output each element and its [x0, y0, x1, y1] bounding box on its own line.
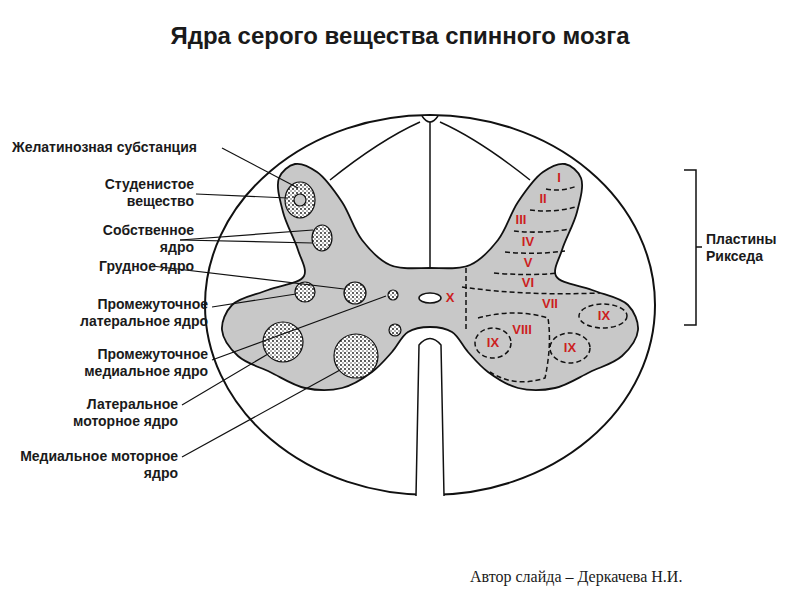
- posterior-sulcus: [422, 116, 438, 122]
- author-caption: Автор слайда – Деркачева Н.И.: [470, 568, 682, 586]
- structure-label: Грудное ядро: [44, 258, 194, 275]
- posterior-funiculus-line: [440, 122, 530, 180]
- structure-label: Студенистое вещество: [54, 176, 194, 210]
- lamina-number: V: [523, 256, 534, 270]
- lamina-number: X: [445, 291, 456, 305]
- lamina-number: VI: [521, 276, 535, 290]
- lamina-number: IX: [563, 341, 577, 355]
- posterior-funiculus-line: [330, 122, 420, 180]
- structure-label: Пластины Рикседа: [706, 231, 796, 265]
- laminae-bracket: [684, 170, 702, 325]
- lamina-number: IX: [597, 309, 611, 323]
- anterior-median-fissure: [416, 339, 444, 497]
- medial-intermediate-nucleus: [388, 290, 398, 300]
- lamina-borders: [462, 186, 627, 382]
- structure-label: Промежуточное медиальное ядро: [28, 346, 208, 380]
- structure-label: Латеральное моторное ядро: [38, 396, 178, 430]
- structure-label: Собственное ядро: [74, 222, 194, 256]
- lamina-number: II: [538, 192, 547, 206]
- medial-motor-nucleus: [334, 334, 378, 378]
- posterior-median-septum: [429, 115, 431, 268]
- structure-label: Желатинозная субстанция: [12, 139, 272, 156]
- lamina-number: IV: [521, 235, 535, 249]
- central-canal: [419, 293, 441, 303]
- structure-label: Медиальное моторное ядро: [18, 448, 178, 482]
- substantia-gelatinosa: [285, 182, 315, 218]
- lamina-number: VIII: [511, 323, 533, 337]
- lamina-number: III: [515, 213, 528, 227]
- gelatinous-core: [294, 194, 306, 206]
- thoracic-nucleus: [344, 282, 366, 304]
- structure-label: Промежуточное латеральное ядро: [28, 296, 208, 330]
- medial-intermediate-nucleus: [389, 324, 401, 336]
- white-matter-outline: [205, 115, 655, 495]
- lamina-number: IX: [486, 336, 500, 350]
- lamina-number: VII: [541, 297, 559, 311]
- proper-nucleus: [312, 225, 332, 251]
- lamina-number: I: [556, 171, 562, 185]
- title: Ядра серого вещества спинного мозга: [170, 22, 629, 50]
- lateral-motor-nucleus: [263, 322, 303, 362]
